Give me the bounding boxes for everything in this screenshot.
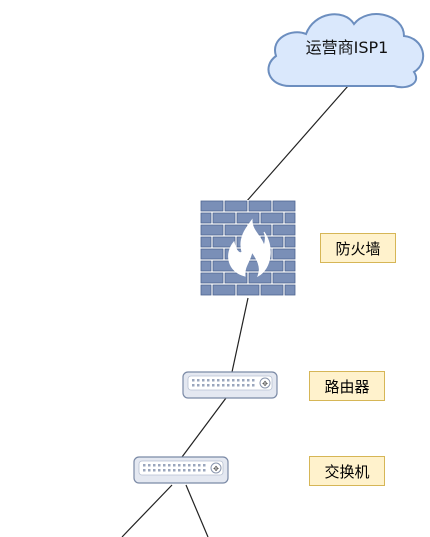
port-dot [203,464,206,467]
brick [200,272,224,284]
port-dot [242,379,245,382]
port-dot [202,384,205,387]
cloud-label: 运营商ISP1 [305,38,389,57]
port-dot [212,384,215,387]
port-dot [192,384,195,387]
port-dot [192,379,195,382]
brick [212,284,236,296]
port-dot [178,469,181,472]
port-dot [227,379,230,382]
brick [284,236,296,248]
port-dot [188,469,191,472]
port-dot [143,464,146,467]
link-cloud-firewall [245,85,349,203]
port-dot [197,379,200,382]
link-router-switch [181,397,227,458]
port-dot [212,379,215,382]
brick [284,284,296,296]
brick [236,284,260,296]
port-dot [193,464,196,467]
svg-text:✥: ✥ [262,380,268,388]
port-dot [242,384,245,387]
brick [272,248,296,260]
port-dot [158,469,161,472]
firewall-icon [200,200,296,296]
port-dot [202,379,205,382]
brick [272,224,296,236]
port-dot [237,384,240,387]
flame-icon [228,218,271,278]
brick [272,272,296,284]
brick [224,200,248,212]
port-dot [168,464,171,467]
port-dot [252,379,255,382]
brick [272,200,296,212]
port-dot [217,384,220,387]
brick [200,224,224,236]
port-dot [193,469,196,472]
port-dot [168,469,171,472]
port-dot [148,464,151,467]
port-dot [222,379,225,382]
port-dot [163,469,166,472]
cloud-shape [267,13,425,89]
port-dot [143,469,146,472]
port-dot [198,469,201,472]
port-dot [173,464,176,467]
port-dot [247,384,250,387]
port-dot [222,384,225,387]
svg-text:✥: ✥ [213,465,219,473]
link-firewall-router [231,297,249,373]
router-icon: ✥ [182,371,278,399]
port-dot [183,469,186,472]
port-dot [197,384,200,387]
brick [200,200,224,212]
port-dot [237,379,240,382]
port-dot [198,464,201,467]
port-dot [163,464,166,467]
brick [200,260,212,272]
router-label: 路由器 [309,371,385,401]
brick [200,212,212,224]
port-dot [153,464,156,467]
port-dot [183,464,186,467]
port-dot [207,379,210,382]
switch-icon: ✥ [133,456,229,484]
port-dot [232,379,235,382]
brick [260,212,284,224]
brick [260,284,284,296]
port-dot [232,384,235,387]
switch-label: 交换机 [309,456,385,486]
brick [212,212,236,224]
brick [224,272,248,284]
port-dot [173,469,176,472]
brick [200,236,212,248]
port-dot [188,464,191,467]
brick [248,200,272,212]
link-switch-down-right [185,484,209,537]
port-dot [252,384,255,387]
brick [212,236,236,248]
port-dot [148,469,151,472]
port-dot [203,469,206,472]
port-dot [227,384,230,387]
brick [284,212,296,224]
port-dot [207,384,210,387]
port-dot [153,469,156,472]
port-dot [247,379,250,382]
link-switch-down-left [121,484,173,537]
brick [236,212,260,224]
port-dot [178,464,181,467]
brick [200,284,212,296]
firewall-label: 防火墙 [320,233,396,263]
port-dot [158,464,161,467]
brick [200,248,224,260]
brick [284,260,296,272]
port-dot [217,379,220,382]
